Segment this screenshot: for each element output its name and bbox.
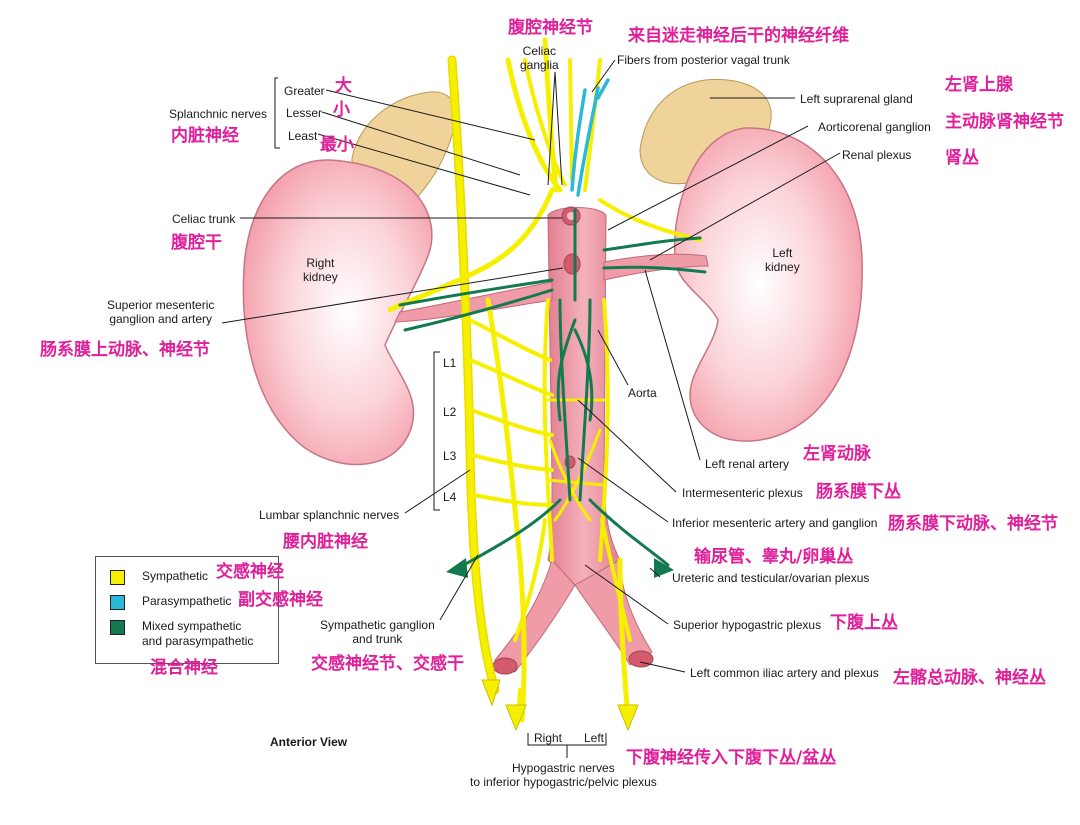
cn-legend-mixed: 混合神经: [150, 658, 218, 678]
mixed-nerves: [398, 208, 707, 572]
label-left-suprarenal: Left suprarenal gland: [800, 92, 913, 106]
label-aorticorenal: Aorticorenal ganglion: [818, 120, 931, 134]
left-ureteric-arrow: [446, 558, 468, 578]
sympathetic-nerves: [387, 37, 702, 724]
cn-lesser: 小: [333, 100, 350, 120]
label-celiac-trunk: Celiac trunk: [172, 212, 236, 226]
label-inf-mesenteric: Inferior mesenteric artery and ganglion: [672, 516, 878, 530]
right-hypogastric-arrow: [505, 704, 527, 732]
cn-left-renal-artery: 左肾动脉: [803, 444, 871, 464]
label-splanchnic-nerves: Splanchnic nerves: [169, 107, 268, 121]
cn-celiac-ganglia: 腹腔神经节: [508, 18, 593, 38]
cn-lumbar-splanchnic: 腰内脏神经: [283, 532, 368, 552]
legend-label-sympathetic: Sympathetic: [142, 569, 209, 583]
label-renal-plexus: Renal plexus: [842, 148, 912, 162]
label-l2: L2: [443, 405, 457, 419]
cn-celiac-trunk: 腹腔干: [171, 233, 222, 253]
right-kidney: [242, 159, 433, 466]
cn-left-common-iliac: 左髂总动脉、神经丛: [893, 668, 1046, 688]
cn-sup-hypogastric: 下腹上丛: [830, 613, 898, 633]
label-lumbar-splanchnic: Lumbar splanchnic nerves: [259, 508, 400, 522]
left-iliac-cut: [628, 650, 654, 668]
label-l4: L4: [443, 490, 457, 504]
cn-aorticorenal: 主动脉肾神经节: [945, 112, 1064, 132]
label-aorta: Aorta: [628, 386, 657, 400]
legend: Sympathetic Parasympathetic Mixed sympat…: [95, 556, 279, 664]
leader-lines: [221, 59, 841, 758]
parasympathetic-nerves: [570, 78, 610, 197]
label-ureteric: Ureteric and testicular/ovarian plexus: [672, 571, 870, 585]
label-vagal-fibers: Fibers from posterior vagal trunk: [617, 53, 790, 67]
cn-renal-plexus: 肾丛: [945, 148, 979, 168]
sympathetic-swatch: [110, 570, 125, 585]
label-right: Right: [534, 731, 563, 745]
mixed-swatch: [110, 620, 125, 635]
label-left-renal-artery: Left renal artery: [705, 457, 790, 471]
right-common-iliac-artery: [494, 559, 576, 673]
parasympathetic-swatch: [110, 595, 125, 610]
trunk-arrow: [481, 679, 501, 707]
label-least: Least: [288, 129, 318, 143]
cn-least: 最小: [320, 135, 354, 155]
cn-legend-parasympathetic: 副交感神经: [238, 590, 323, 610]
left-hypogastric-arrow: [617, 704, 639, 732]
label-l1: L1: [443, 356, 457, 370]
cn-left-suprarenal: 左肾上腺: [945, 75, 1013, 95]
label-greater: Greater: [284, 84, 325, 98]
cn-vagal-fibers: 来自迷走神经后干的神经纤维: [628, 26, 849, 46]
cn-inf-mesenteric: 肠系膜下动脉、神经节: [888, 514, 1058, 534]
label-l3: L3: [443, 449, 457, 463]
cn-intermesenteric: 肠系膜下丛: [816, 482, 901, 502]
label-left-common-iliac: Left common iliac artery and plexus: [690, 666, 879, 680]
right-iliac-cut: [492, 657, 518, 675]
cn-splanchnic: 内脏神经: [171, 126, 239, 146]
sma-cut: [563, 253, 581, 275]
label-intermesenteric: Intermesenteric plexus: [682, 486, 803, 500]
cn-symp-ganglion: 交感神经节、交感干: [311, 654, 464, 674]
label-anterior-view: Anterior View: [270, 735, 348, 749]
label-sup-hypogastric: Superior hypogastric plexus: [673, 618, 822, 632]
cn-hypogastric: 下腹神经传入下腹下丛/盆丛: [626, 748, 837, 768]
left-kidney: [673, 127, 863, 442]
legend-label-parasympathetic: Parasympathetic: [142, 594, 232, 608]
cn-legend-sympathetic: 交感神经: [216, 562, 284, 582]
cn-greater: 大: [335, 76, 352, 96]
cn-ureteric: 输尿管、睾丸/卵巢丛: [694, 547, 854, 567]
label-left: Left: [584, 731, 605, 745]
right-renal-artery: [394, 281, 553, 323]
right-ureteric-arrow: [654, 558, 674, 578]
cn-sup-mesenteric: 肠系膜上动脉、神经节: [40, 340, 210, 360]
label-lesser: Lesser: [286, 106, 323, 120]
